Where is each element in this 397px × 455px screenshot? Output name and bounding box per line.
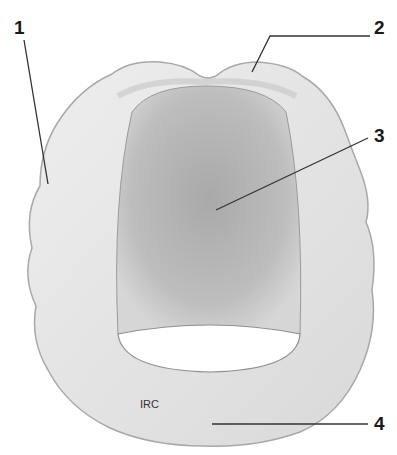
leader-line	[216, 138, 368, 210]
outer-ring	[28, 62, 374, 446]
callout-number: 2	[374, 18, 385, 37]
lower-opening	[118, 325, 300, 372]
inner-cavity	[117, 86, 301, 334]
callout-number: 3	[374, 126, 385, 145]
leader-line	[24, 40, 48, 184]
callout-number: 4	[374, 414, 385, 433]
callout-number: 1	[14, 18, 25, 37]
leader-line	[212, 423, 368, 424]
watermark: IRC	[140, 399, 159, 410]
leader-line	[252, 36, 370, 72]
